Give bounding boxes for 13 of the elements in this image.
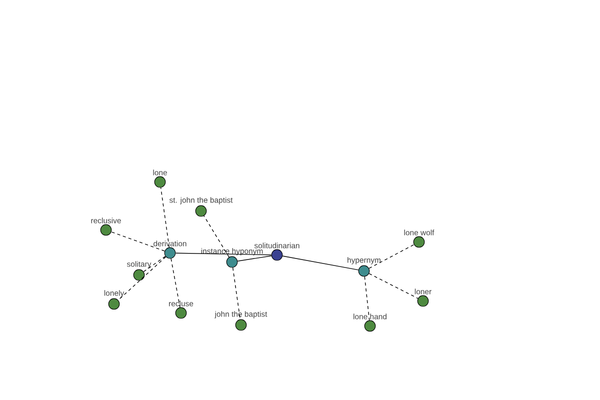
connector-line xyxy=(204,215,230,258)
connector-line xyxy=(170,258,180,308)
connector-line xyxy=(175,252,272,256)
connector-line xyxy=(237,256,272,262)
connector-line xyxy=(160,187,170,248)
connector-line xyxy=(111,232,165,252)
connector-line xyxy=(143,256,166,272)
connector-line xyxy=(282,256,359,270)
connector-line xyxy=(368,244,414,269)
connector-line xyxy=(368,273,418,299)
connector-line xyxy=(364,276,370,321)
connector-line xyxy=(232,267,241,320)
connector-line xyxy=(118,256,166,301)
